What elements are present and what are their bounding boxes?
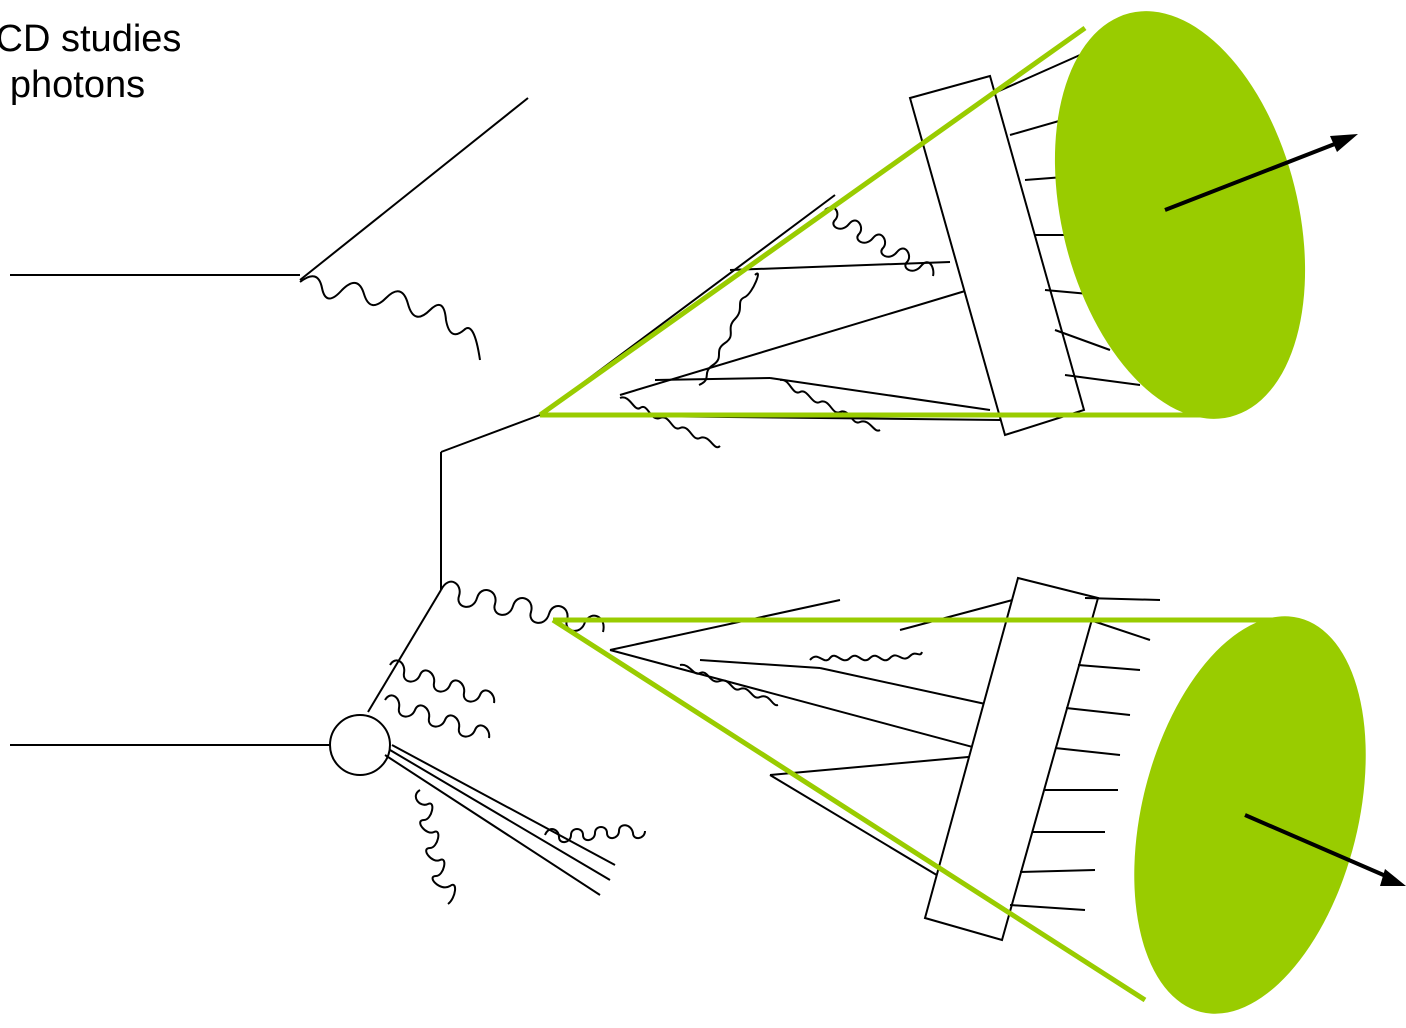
lower-jet-lines bbox=[609, 597, 1041, 881]
lower-jet-arrow bbox=[1244, 813, 1406, 886]
lower-remnant-lines bbox=[384, 744, 616, 896]
upper-quark-line bbox=[440, 414, 541, 453]
upper-jet-arrow bbox=[1164, 134, 1358, 212]
caption-text: QCD studies mpt photons bbox=[0, 0, 300, 140]
lower-gluons bbox=[384, 580, 923, 905]
lower-fragmentation-box bbox=[923, 576, 1100, 942]
wavy-propagator bbox=[299, 275, 481, 361]
outgoing-photon-line bbox=[299, 97, 529, 281]
caption-line-1: QCD studies bbox=[0, 18, 182, 60]
lower-hadron-lines bbox=[1009, 597, 1161, 911]
upper-jet-lines bbox=[539, 194, 1001, 421]
upper-fragmentation-box bbox=[908, 74, 1086, 437]
upper-jet-cone bbox=[538, 11, 1306, 419]
remnant-blob bbox=[329, 714, 391, 776]
lower-quark-line bbox=[367, 589, 442, 713]
upper-gluons bbox=[619, 206, 935, 449]
caption-line-2: mpt photons bbox=[0, 64, 146, 106]
